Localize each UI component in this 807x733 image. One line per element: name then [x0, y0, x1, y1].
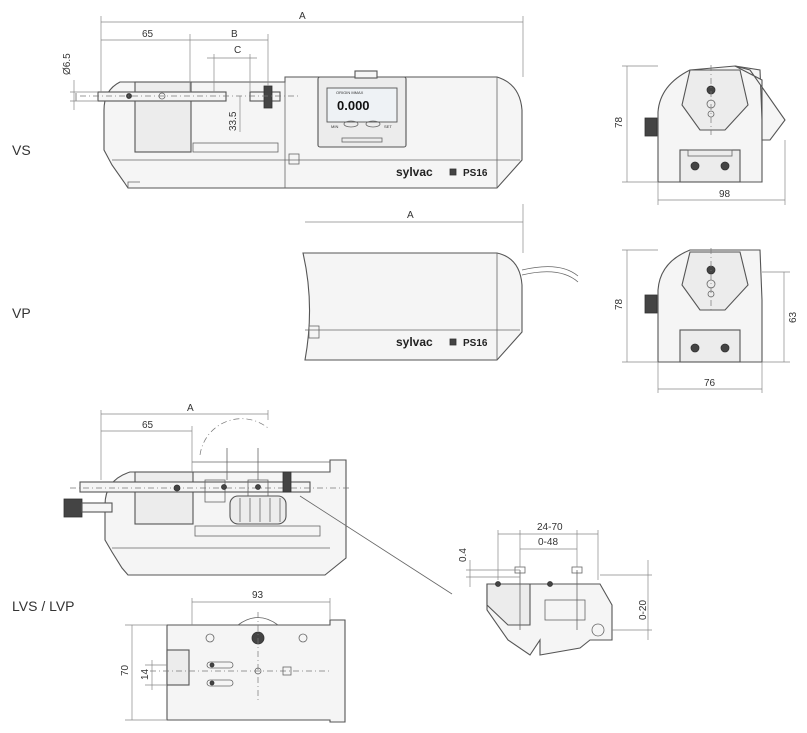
vs-dim-b: B — [231, 29, 238, 40]
vp-dim-a: A — [407, 210, 414, 221]
lvs-top-dim-70: 70 — [120, 664, 131, 676]
vp-side-dim-76: 76 — [704, 378, 716, 389]
view-label-vp: VP — [12, 305, 31, 321]
detail-dim-048: 0-48 — [538, 537, 558, 548]
vs-model-name: PS16 — [463, 168, 488, 179]
vp-front-view: sylvac PS16 A — [302, 204, 579, 361]
view-label-lvs-lvp: LVS / LVP — [12, 598, 75, 614]
detail-dim-04: 0.4 — [458, 548, 469, 562]
lvs-top-view: 93 70 14 — [120, 590, 346, 723]
lvs-front-view: A 65 — [63, 403, 453, 595]
vp-side-view: 78 63 76 — [614, 248, 799, 393]
detail-view: 24-70 0-48 0.4 0-20 — [458, 522, 652, 656]
vs-dim-65: 65 — [142, 29, 154, 40]
vp-side-dim-78: 78 — [614, 298, 625, 310]
vp-side-dim-63: 63 — [788, 311, 799, 323]
knurled-knob — [229, 495, 287, 525]
vs-brand-name: sylvac — [396, 165, 433, 179]
display-min-label: MIN — [331, 124, 338, 129]
vs-dim-33: 33.5 — [228, 111, 239, 131]
vp-brand-name: sylvac — [396, 335, 433, 349]
lvs-top-dim-93: 93 — [252, 590, 264, 601]
lvs-top-dim-14: 14 — [140, 668, 151, 680]
lvs-dim-a: A — [187, 403, 194, 414]
vs-dim-c: C — [234, 45, 241, 56]
vs-side-dim-78: 78 — [614, 116, 625, 128]
display-reading: 0.000 — [337, 98, 370, 113]
detail-dim-2470: 24-70 — [537, 522, 563, 533]
display-set-label: SET — [384, 124, 392, 129]
vs-dim-a: A — [299, 11, 306, 22]
vs-side-dim-98: 98 — [719, 189, 731, 200]
vs-side-view: 78 98 — [614, 65, 786, 205]
vs-front-view: ORIGIN MMAX 0.000 MIN SET sylvac PS16 — [75, 70, 523, 189]
vp-model-name: PS16 — [463, 338, 488, 349]
lvs-dim-65: 65 — [142, 420, 154, 431]
display-top-text: ORIGIN MMAX — [336, 90, 364, 95]
vs-dim-diameter: Ø6.5 — [62, 53, 73, 75]
detail-dim-020: 0-20 — [638, 600, 649, 620]
vs-dimensions: A 65 B C Ø6.5 33.5 — [62, 11, 524, 132]
view-label-vs: VS — [12, 142, 31, 158]
